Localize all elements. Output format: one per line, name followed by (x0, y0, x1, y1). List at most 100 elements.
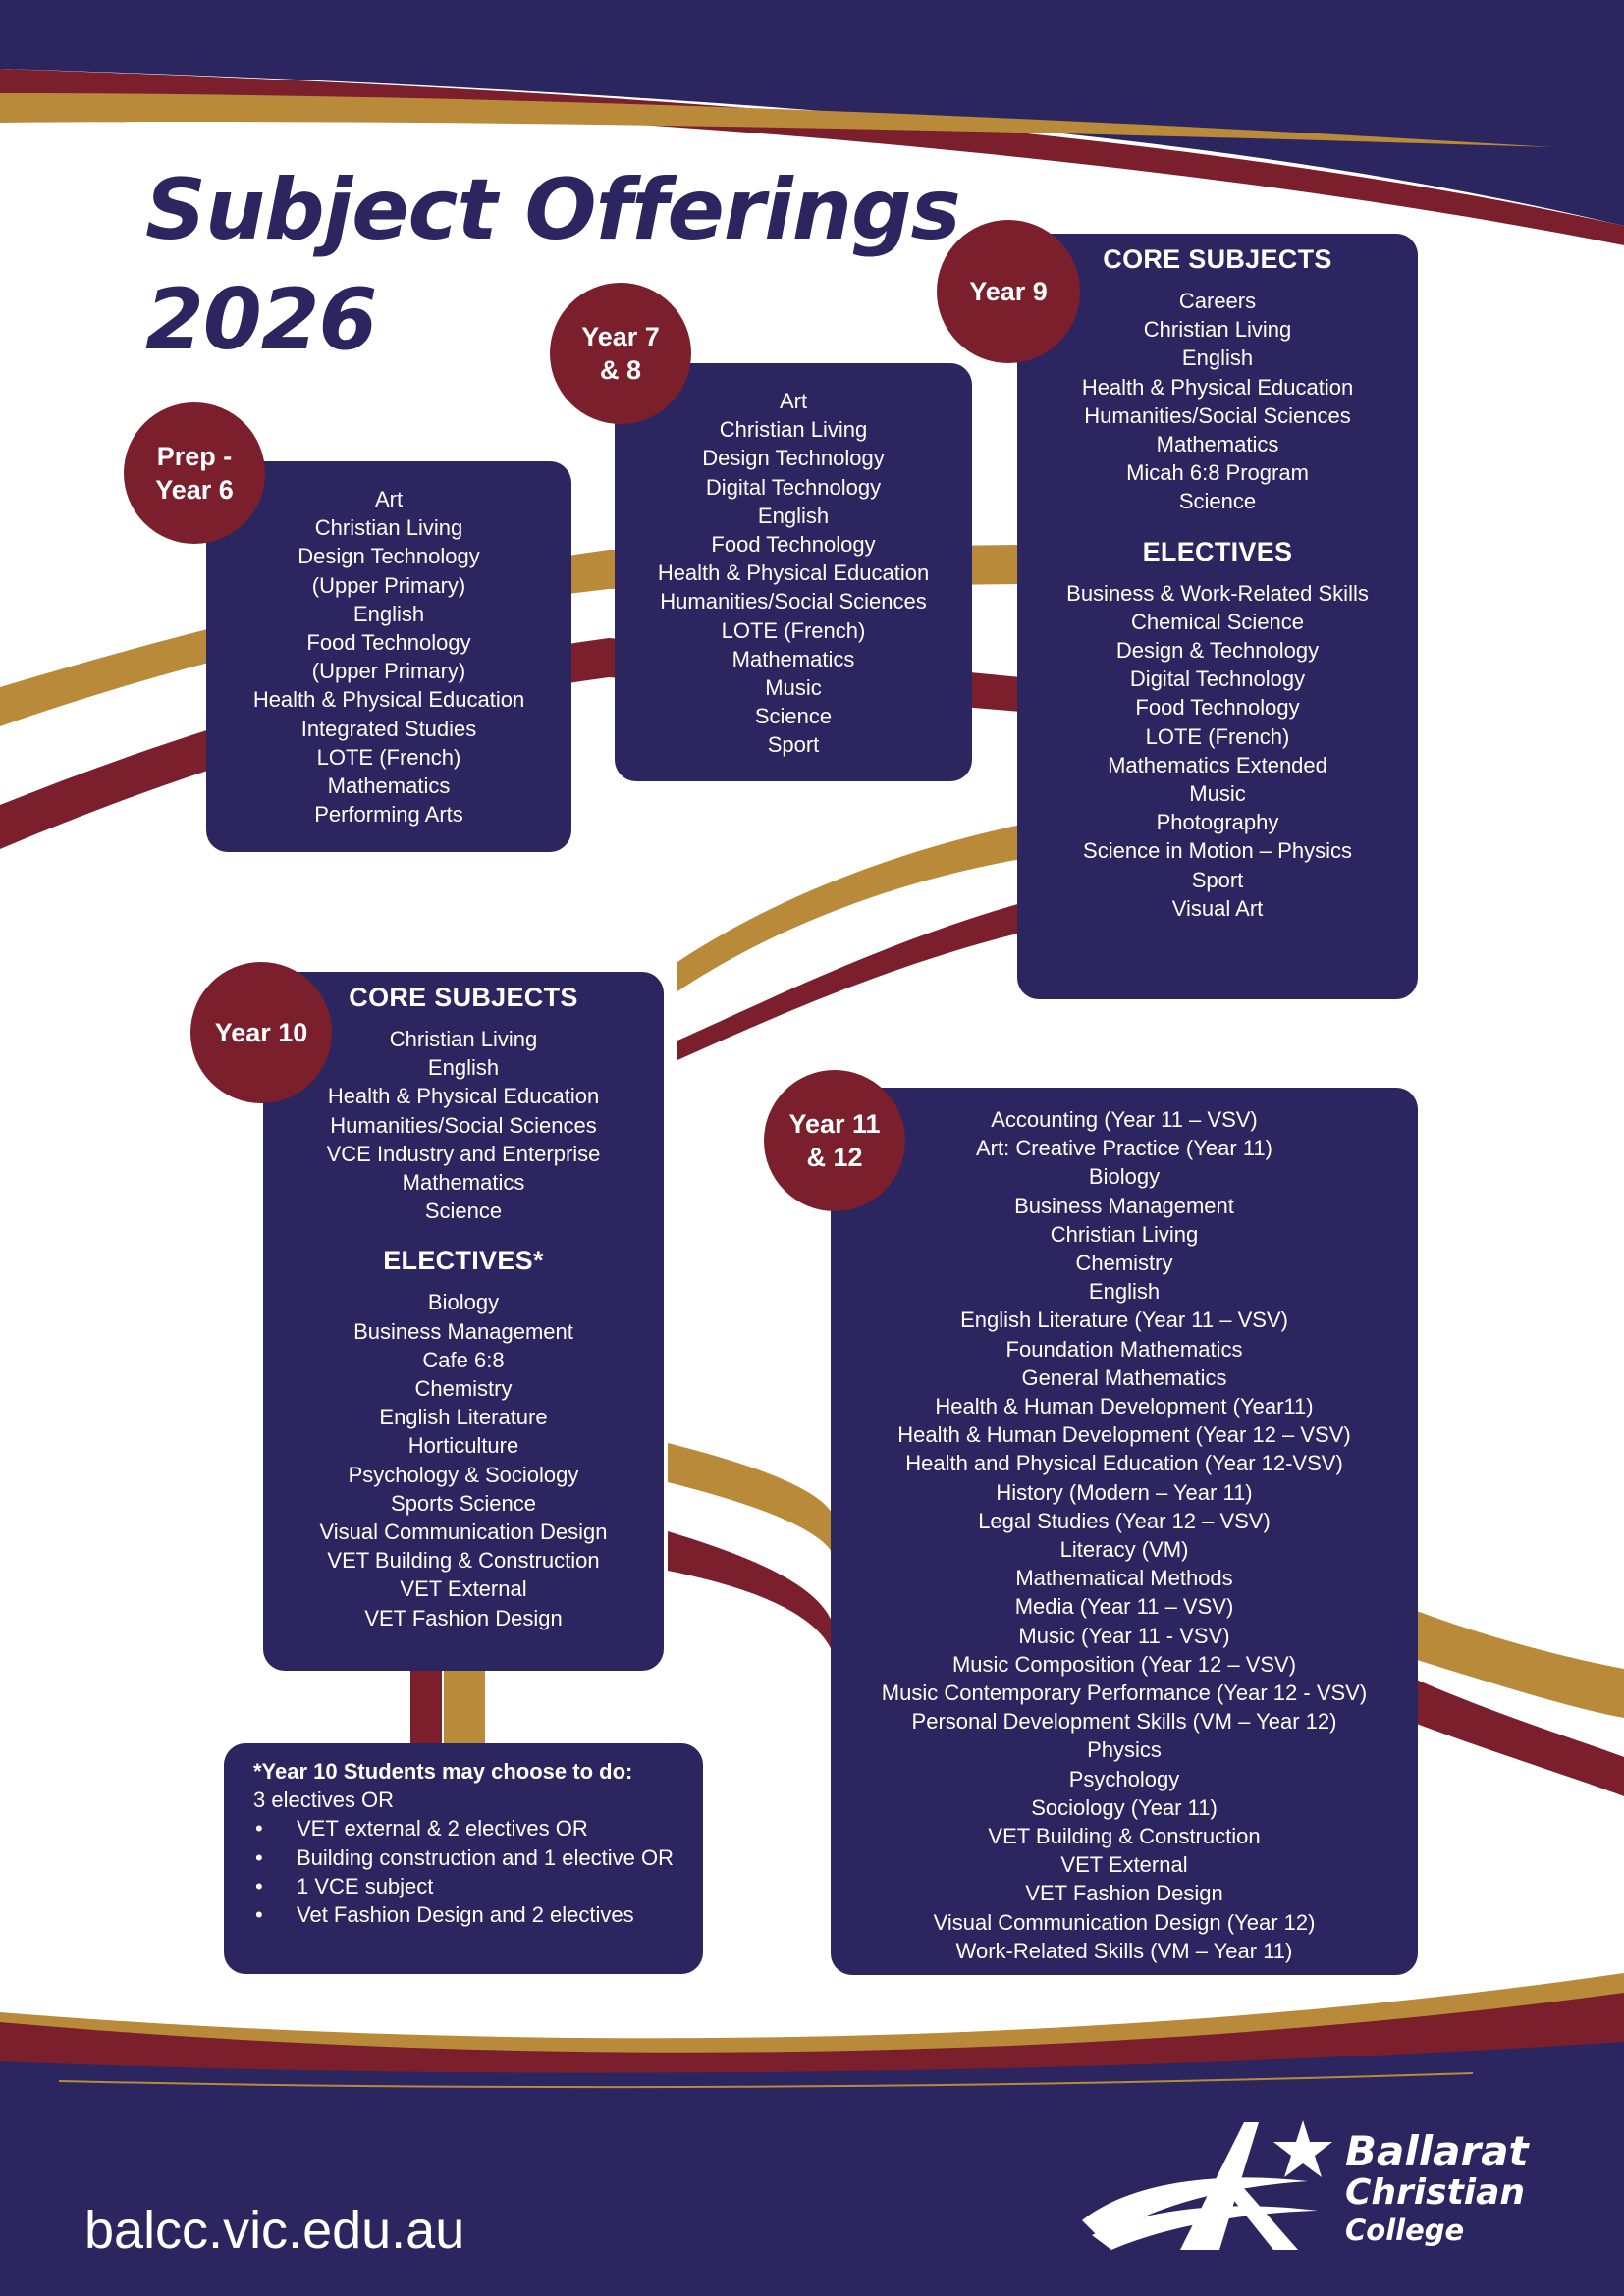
subject-item: Science in Motion – Physics (1083, 838, 1352, 864)
subject-item: Health & Physical Education (252, 687, 525, 713)
year9-core-heading: CORE SUBJECTS (1103, 244, 1332, 274)
subject-item: English (1088, 1279, 1161, 1305)
subject-item: Health & Physical Education (1081, 374, 1354, 400)
subject-item: Design Technology (298, 544, 480, 569)
subject-item: Music Composition (Year 12 – VSV) (951, 1651, 1297, 1677)
year10-electives-heading: ELECTIVES* (383, 1246, 544, 1276)
subject-item: VET External (400, 1576, 527, 1602)
subject-item: Health & Human Development (Year 12 – VS… (897, 1422, 1351, 1448)
subject-item: Legal Studies (Year 12 – VSV) (978, 1508, 1271, 1533)
subject-item: Media (Year 11 – VSV) (1014, 1594, 1234, 1620)
year1112-panel: Accounting (Year 11 – VSV) Art: Creative … (831, 1088, 1418, 1975)
subject-item: Chemical Science (1130, 609, 1305, 634)
subject-item: Art (779, 389, 808, 413)
subject-item: Christian Living (314, 515, 463, 541)
subject-item: Psychology & Sociology (348, 1462, 579, 1487)
subject-item: English (757, 503, 830, 528)
note-line1: 3 electives OR (253, 1788, 395, 1813)
subject-item: Digital Technology (705, 474, 882, 500)
subject-item: Christian Living (1050, 1221, 1199, 1247)
subject-item: LOTE (French) (316, 744, 461, 770)
title-line1: Subject Offerings (145, 161, 961, 259)
note-bullet: Vet Fashion Design and 2 electives (253, 1900, 674, 1929)
subject-item: Foundation Mathematics (1005, 1336, 1243, 1362)
subject-item: Accounting (Year 11 – VSV) (991, 1107, 1258, 1132)
subject-item: Sociology (Year 11) (1031, 1794, 1218, 1820)
subject-item: Science (1178, 489, 1257, 514)
subject-item: Art (374, 487, 404, 511)
subject-item: Biology (1088, 1164, 1161, 1190)
subject-item: Humanities/Social Sciences (660, 589, 927, 614)
subject-item: Art: Creative Practice (Year 11) (975, 1136, 1272, 1161)
subject-item: Food Technology (711, 532, 876, 558)
year10-core-heading: CORE SUBJECTS (349, 983, 578, 1012)
subject-item: Health & Human Development (Year11) (935, 1394, 1314, 1419)
subject-item: Micah 6:8 Program (1126, 460, 1309, 486)
subject-item: Music (1189, 781, 1246, 807)
subject-item: English Literature (Year 11 – VSV) (960, 1308, 1288, 1333)
subject-item: Mathematical Methods (1015, 1566, 1233, 1591)
subject-item: Mathematics (402, 1170, 525, 1196)
subject-item: Business Management (1014, 1193, 1234, 1218)
subject-item: Food Technology (306, 630, 471, 656)
subject-item: Chemistry (414, 1376, 513, 1402)
subject-item: Business & Work-Related Skills (1066, 580, 1369, 606)
subject-item: English Literature (379, 1405, 548, 1430)
subject-item: Health & Physical Education (327, 1084, 600, 1109)
subject-item: English (352, 601, 425, 626)
subject-item: Work-Related Skills (VM – Year 11) (955, 1938, 1293, 1963)
note-title: *Year 10 Students may choose to do: (253, 1759, 633, 1784)
subject-item: VET Fashion Design (364, 1605, 563, 1630)
subject-item: VET Building & Construction (988, 1824, 1261, 1849)
subject-item: Christian Living (719, 417, 868, 443)
page-title: Subject Offerings 2026 (145, 155, 961, 375)
subject-item: Personal Development Skills (VM – Year 1… (911, 1709, 1337, 1735)
subject-item: (Upper Primary) (311, 572, 466, 598)
year10-badge: Year 10 (190, 962, 332, 1103)
year9-badge: Year 9 (937, 220, 1080, 363)
subject-item: Sport (1191, 867, 1244, 892)
website-link[interactable]: balcc.vic.edu.au (84, 2201, 465, 2260)
subject-item: LOTE (French) (1145, 723, 1290, 749)
subject-item: (Upper Primary) (311, 659, 466, 684)
subject-item: Mathematics (731, 646, 855, 671)
logo-line3: College (1345, 2214, 1465, 2247)
subject-item: Christian Living (389, 1027, 538, 1051)
subject-item: Design & Technology (1115, 638, 1320, 664)
year1112-subject-list: Accounting (Year 11 – VSV) Art: Creative … (831, 1105, 1418, 1965)
subject-item: Literacy (VM) (1059, 1537, 1189, 1563)
subject-item: Horticulture (407, 1433, 519, 1459)
subject-item: Humanities/Social Sciences (330, 1112, 597, 1138)
subject-item: Sports Science (391, 1490, 536, 1516)
subject-item: Mathematics (327, 774, 451, 799)
subject-item: VET Fashion Design (1025, 1881, 1223, 1906)
subject-item: General Mathematics (1021, 1364, 1227, 1390)
subject-item: Chemistry (1075, 1251, 1173, 1276)
note-bullet: 1 VCE subject (253, 1872, 674, 1900)
subject-item: Biology (427, 1290, 500, 1315)
subject-item: Science (424, 1199, 503, 1224)
subject-item: Mathematics Extended (1108, 752, 1327, 777)
subject-item: Visual Communication Design (Year 12) (933, 1909, 1316, 1935)
college-logo-text: Ballarat Christian College (1345, 2130, 1529, 2248)
subject-item: VCE Industry and Enterprise (326, 1141, 601, 1166)
logo-line1: Ballarat (1345, 2127, 1529, 2175)
prep-year6-badge: Prep - Year 6 (124, 402, 265, 544)
subject-item: Humanities/Social Sciences (1084, 402, 1351, 428)
subject-item: Music Contemporary Performance (Year 12 … (881, 1681, 1368, 1706)
logo-line2: Christian (1345, 2172, 1526, 2213)
subject-item: Visual Art (1171, 895, 1264, 921)
subject-item: Health and Physical Education (Year 12-V… (905, 1451, 1343, 1476)
subject-item: Physics (1087, 1737, 1162, 1763)
subject-item: VET Building & Construction (327, 1548, 600, 1574)
subject-item: Music (Year 11 - VSV) (1018, 1623, 1230, 1648)
subject-item: Cafe 6:8 (422, 1347, 505, 1372)
